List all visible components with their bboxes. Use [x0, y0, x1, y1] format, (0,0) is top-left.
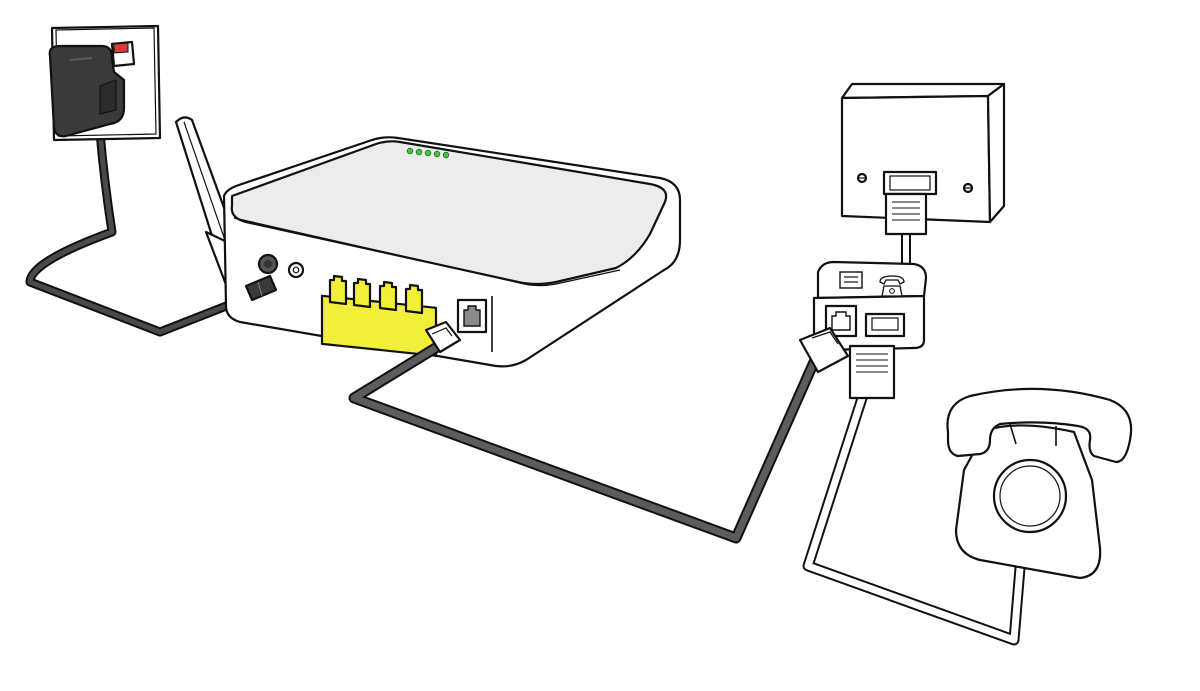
lan-port-3 — [378, 280, 398, 312]
router — [222, 136, 682, 368]
router-dsl-port — [456, 298, 488, 334]
adsl-splitter — [812, 260, 928, 352]
phone-connector-splitter — [848, 344, 896, 400]
telephone-dial — [992, 458, 1068, 534]
splitter-phone-port — [864, 312, 906, 338]
lan-port-1 — [328, 274, 348, 306]
splitter-modem-icon — [839, 271, 863, 289]
telephone — [946, 387, 1133, 580]
phone-cable — [802, 386, 1026, 646]
dsl-connector-splitter — [798, 326, 850, 374]
power-plug — [244, 274, 278, 302]
router-reset-button — [287, 261, 305, 279]
lan-port-2 — [352, 277, 372, 309]
splitter-dsl-port — [824, 304, 858, 338]
phone-wall-plug — [884, 192, 928, 236]
phone-wall-socket — [840, 82, 1006, 224]
power-cable — [25, 127, 267, 337]
dsl-cable — [348, 338, 820, 544]
splitter-phone-icon — [879, 275, 905, 297]
dsl-connector-router — [424, 320, 462, 354]
router-status-leds — [406, 147, 450, 159]
router-power-jack — [257, 253, 279, 275]
socket-switch — [110, 40, 136, 68]
lan-port-4 — [404, 283, 424, 315]
power-adapter — [48, 44, 126, 138]
